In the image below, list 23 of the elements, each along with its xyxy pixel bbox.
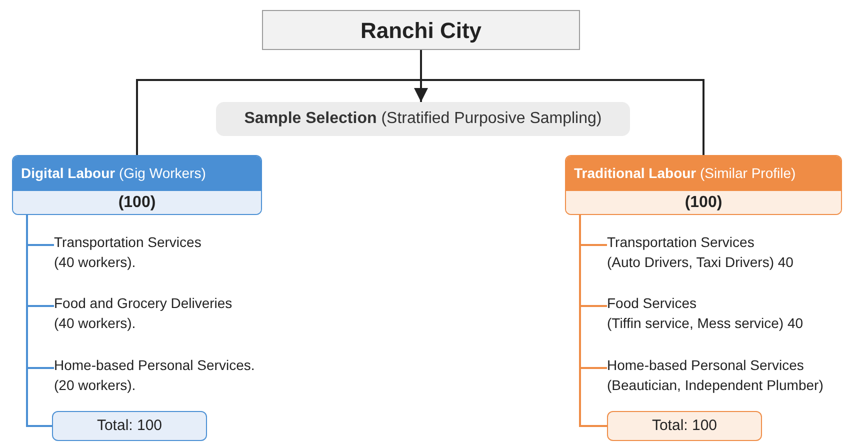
category-label: Home-based Personal Services (607, 356, 805, 375)
total-box: Total: 100 (52, 411, 207, 441)
connector-line (26, 215, 52, 427)
connector-line (579, 215, 607, 427)
title-box: Ranchi City (262, 10, 580, 50)
detail-text: (Tiffin service, Mess service) 40 (607, 314, 804, 333)
connector-line (420, 50, 704, 155)
total-box: Total: 100 (607, 411, 762, 441)
count-label: (100) (566, 191, 841, 214)
category-label: Home-based Personal Services. (54, 356, 256, 375)
category-label: Transportation Services (607, 233, 756, 252)
detail-text: (20 workers). (54, 376, 137, 395)
detail-text: (Beautician, Independent Plumber) (607, 376, 824, 395)
detail-text: (40 workers). (54, 314, 137, 333)
group-header: Traditional Labour (Similar Profile) (566, 156, 841, 191)
group-header: Digital Labour (Gig Workers) (13, 156, 261, 191)
process-box: Sample Selection (Stratified Purposive Sampling) (216, 102, 630, 136)
category-label: Transportation Services (54, 233, 202, 252)
detail-text: (40 workers). (54, 253, 137, 272)
detail-text: (Auto Drivers, Taxi Drivers) 40 (607, 253, 794, 272)
category-label: Food and Grocery Deliveries (54, 294, 234, 313)
category-label: Food Services (607, 294, 698, 313)
count-label: (100) (13, 191, 261, 214)
